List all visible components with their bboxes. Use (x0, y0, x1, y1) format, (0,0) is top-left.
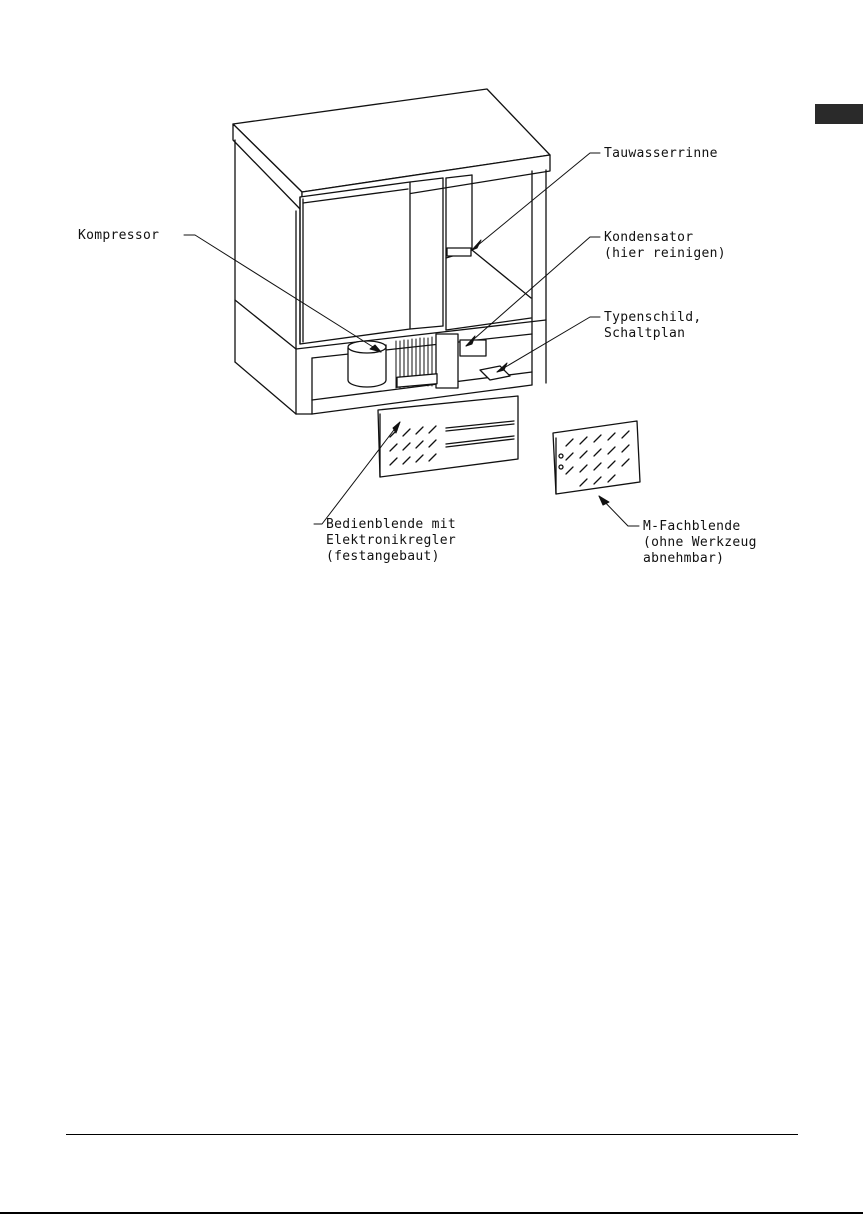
center-post (410, 178, 443, 329)
label-mfachblende-line2: (ohne Werkzeug (643, 535, 757, 551)
label-bedienblende-line1: Bedienblende mit (326, 517, 456, 533)
footer-rule (66, 1134, 798, 1135)
machine-compartment-panel (553, 421, 640, 494)
label-kondensator-line2: (hier reinigen) (604, 246, 726, 262)
label-typenschild-line1: Typenschild, (604, 310, 702, 326)
label-bedienblende-line2: Elektronikregler (326, 533, 456, 549)
label-tauwasserrinne: Tauwasserrinne (604, 146, 718, 162)
label-bedienblende-line3: (festangebaut) (326, 549, 440, 565)
left-door (300, 182, 410, 344)
label-typenschild-line2: Schaltplan (604, 326, 685, 342)
label-kompressor: Kompressor (78, 228, 159, 244)
label-mfachblende-line1: M-Fachblende (643, 519, 741, 535)
label-kondensator-line1: Kondensator (604, 230, 693, 246)
label-mfachblende-line3: abnehmbar) (643, 551, 724, 567)
open-compartment (446, 175, 531, 330)
